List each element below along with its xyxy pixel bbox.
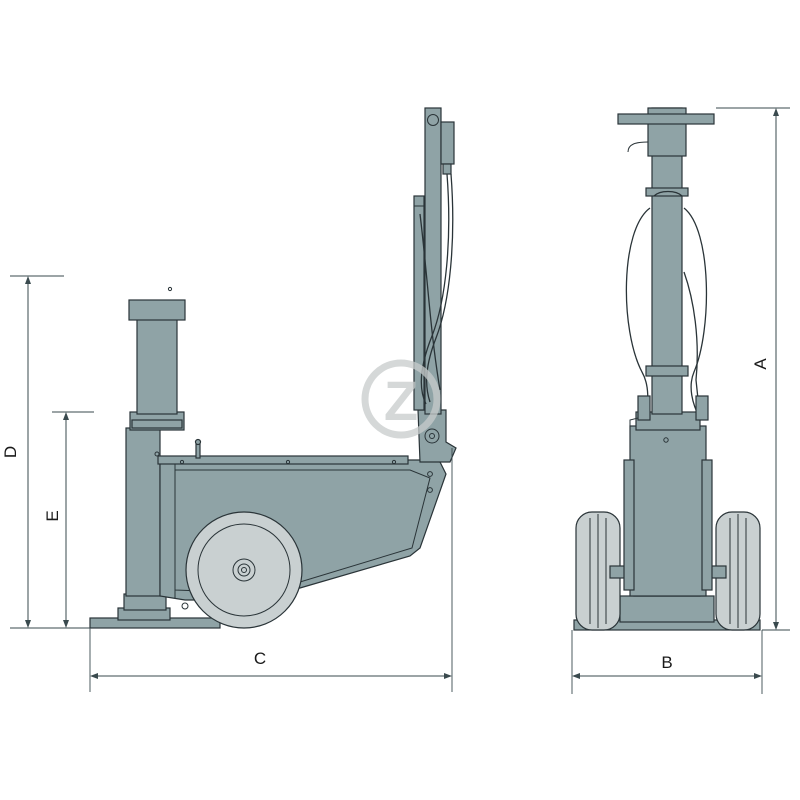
rivet bbox=[285, 459, 291, 465]
side-wheel-axle bbox=[241, 567, 247, 573]
front-hose-loop bbox=[625, 207, 651, 419]
side-cylinder-ring bbox=[131, 419, 183, 429]
side-valve-knob bbox=[194, 438, 202, 446]
dim-e-arrow-top bbox=[63, 412, 69, 420]
front-handle-crossbar bbox=[617, 113, 715, 125]
dim-d-arrow-top bbox=[25, 276, 31, 284]
rivet bbox=[427, 471, 433, 477]
side-view bbox=[89, 107, 457, 629]
front-hose-loop bbox=[653, 190, 683, 197]
front-hose-fitting-left bbox=[637, 395, 651, 421]
dim-label-d: D bbox=[1, 446, 20, 458]
front-view bbox=[573, 107, 761, 631]
dim-label-c: C bbox=[254, 649, 266, 668]
side-hydraulic-hose bbox=[420, 173, 450, 405]
dim-c-arrow-left bbox=[90, 673, 98, 679]
front-cylinder-housing bbox=[629, 425, 707, 597]
side-chassis-inner bbox=[174, 469, 431, 593]
front-hose-fitting-right bbox=[695, 395, 709, 421]
rivet bbox=[154, 451, 160, 457]
dim-b-arrow-right bbox=[754, 673, 762, 679]
side-handle-pivot bbox=[424, 428, 440, 444]
front-valve-bracket bbox=[629, 417, 639, 432]
front-handle-clamp bbox=[645, 365, 689, 377]
dim-a-arrow-top bbox=[773, 108, 779, 116]
dim-a-arrow-bottom bbox=[773, 622, 779, 630]
rivet bbox=[179, 459, 185, 465]
side-wheel-tyre bbox=[185, 511, 303, 629]
dimension-lines bbox=[10, 107, 790, 694]
rivet bbox=[391, 459, 397, 465]
side-hose-return bbox=[419, 213, 441, 391]
rivet bbox=[427, 487, 433, 493]
side-handle-bracket bbox=[417, 409, 457, 463]
dim-b-arrow-left bbox=[572, 673, 580, 679]
dim-c-arrow-right bbox=[444, 673, 452, 679]
side-wheel-rim bbox=[197, 523, 291, 617]
dim-label-b: B bbox=[661, 653, 672, 672]
front-hose-loop bbox=[683, 207, 708, 419]
watermark-logo: Z bbox=[361, 359, 441, 439]
front-hose-inner bbox=[683, 271, 701, 419]
side-hydraulic-hose-outer bbox=[426, 173, 454, 403]
dim-label-a: A bbox=[751, 358, 770, 370]
side-ram-vent bbox=[167, 286, 173, 292]
dim-label-e: E bbox=[43, 510, 62, 521]
side-ram bbox=[136, 317, 178, 415]
dim-e-arrow-bottom bbox=[63, 620, 69, 628]
watermark-glyph: Z bbox=[384, 369, 418, 432]
watermark-ring bbox=[361, 359, 441, 439]
front-handle-release bbox=[627, 141, 649, 153]
side-pump-fitting bbox=[442, 163, 452, 175]
side-handle-tube-rear bbox=[413, 195, 425, 411]
side-wheel-hub bbox=[232, 558, 256, 582]
rivet bbox=[663, 437, 669, 443]
front-side-plate-right bbox=[701, 459, 713, 591]
side-handle-eye bbox=[427, 114, 439, 126]
front-base-foot bbox=[619, 595, 715, 623]
rivet bbox=[181, 602, 189, 610]
side-pump-lever bbox=[440, 121, 455, 165]
side-valve-stem bbox=[195, 443, 201, 459]
side-ram-cap bbox=[128, 299, 186, 321]
side-chassis-top-rail bbox=[157, 455, 409, 465]
front-side-plate-left bbox=[623, 459, 635, 591]
side-handle-pivot-inner bbox=[429, 433, 435, 439]
side-wheel-hub-inner bbox=[237, 563, 251, 577]
front-handle-tube bbox=[651, 107, 683, 415]
dim-d-arrow-bottom bbox=[25, 620, 31, 628]
